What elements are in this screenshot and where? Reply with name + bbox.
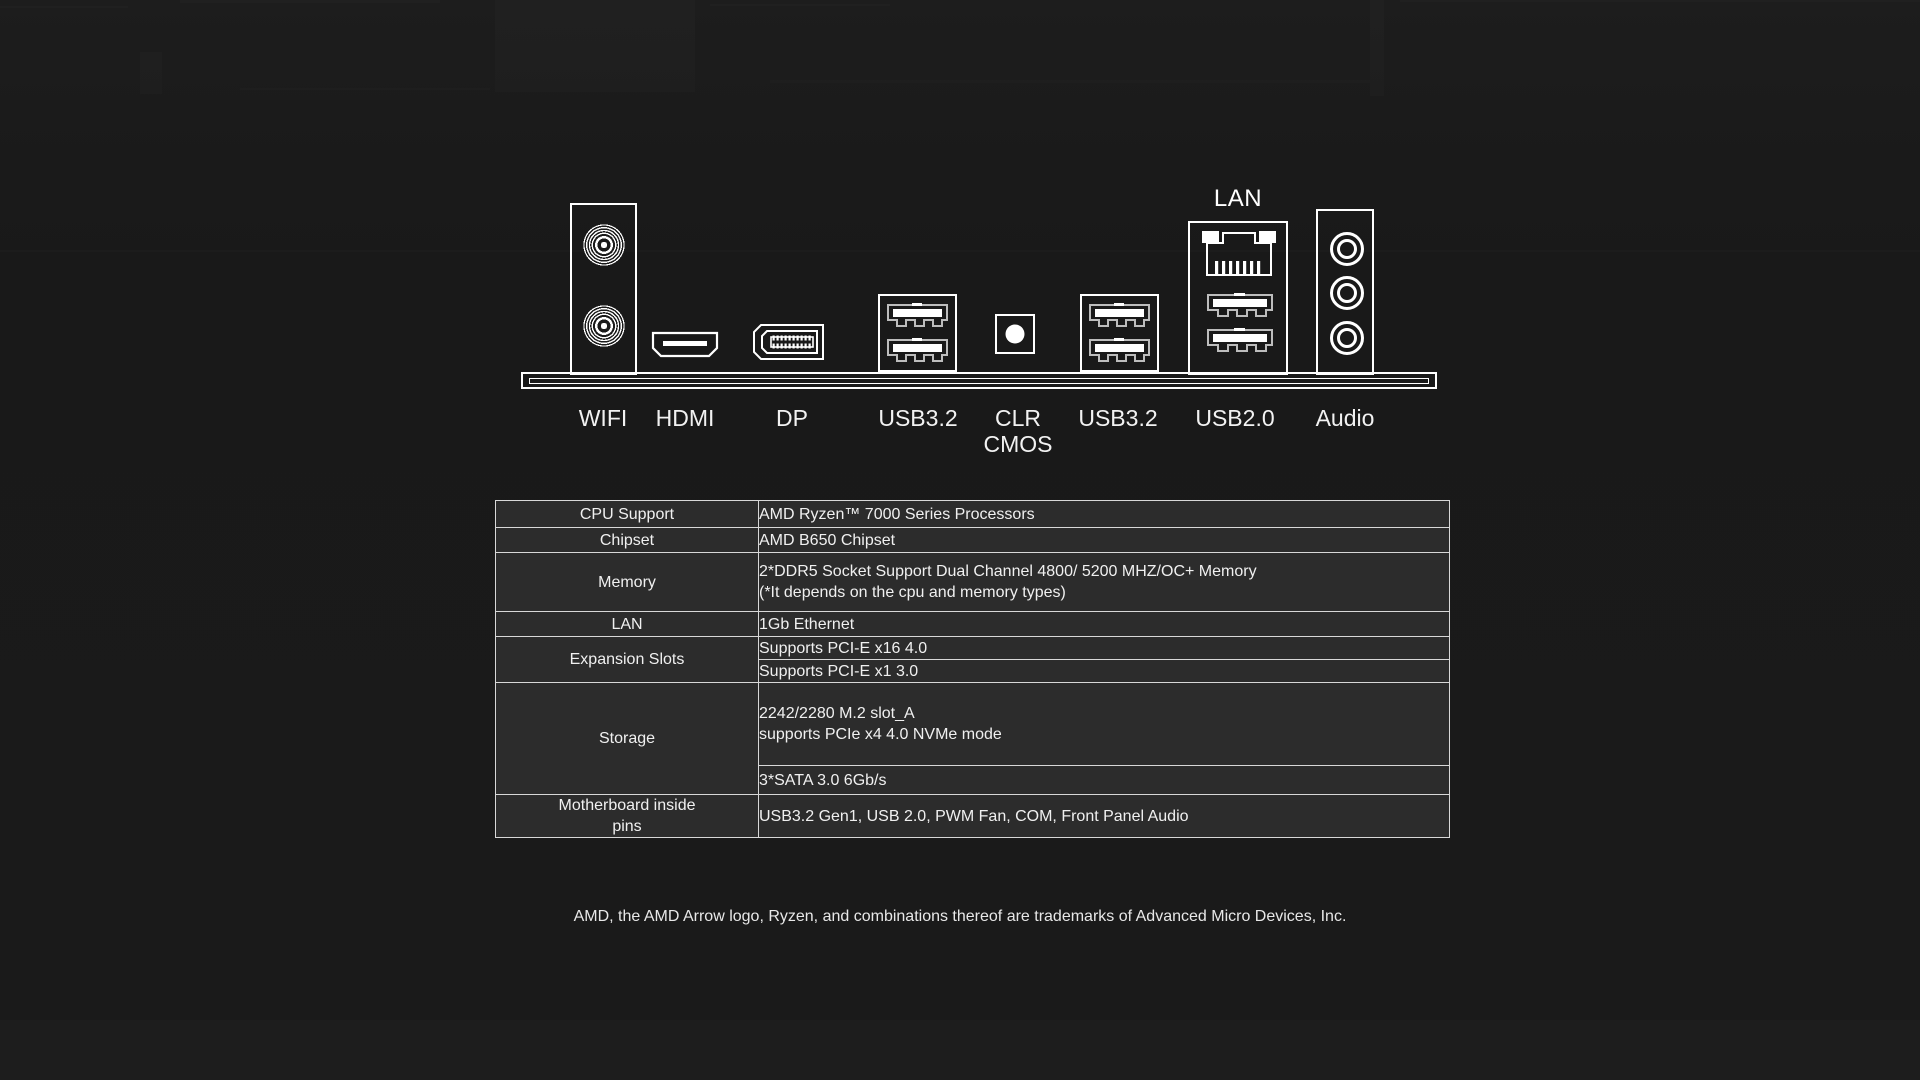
lan-usb20-port-block	[1188, 221, 1288, 375]
displayport-port-icon	[753, 324, 824, 360]
port-label-row: WIFI HDMI DP USB3.2 CLR CMOS USB3.2 USB2…	[0, 405, 1920, 475]
io-shield-bar-inner	[529, 378, 1429, 384]
port-label-clr-cmos: CLR CMOS	[983, 405, 1053, 457]
spec-label-memory: Memory	[495, 552, 759, 612]
usb-a-port-icon	[1207, 293, 1273, 317]
table-row: CPU Support AMD Ryzen™ 7000 Series Proce…	[495, 500, 1450, 528]
io-shield-bar	[521, 372, 1437, 389]
spec-label-chipset: Chipset	[495, 527, 759, 553]
spec-label-motherboard-inside-pins: Motherboard inside pins	[495, 794, 759, 838]
port-label-dp: DP	[776, 405, 808, 431]
audio-jack-icon	[1330, 321, 1364, 355]
port-label-wifi: WIFI	[578, 405, 628, 431]
audio-jack-icon	[1330, 232, 1364, 266]
usb-a-port-icon	[887, 338, 948, 362]
specification-table: CPU Support AMD Ryzen™ 7000 Series Proce…	[495, 500, 1450, 838]
spec-label-storage: Storage	[495, 682, 759, 795]
usb-a-port-icon	[1089, 303, 1150, 327]
table-row: Expansion Slots Supports PCI-E x16 4.0	[495, 636, 1450, 683]
port-label-usb32-1: USB3.2	[878, 405, 958, 431]
spec-value-motherboard-inside-pins: USB3.2 Gen1, USB 2.0, PWM Fan, COM, Fron…	[758, 794, 1450, 838]
port-label-usb20: USB2.0	[1195, 405, 1275, 431]
spec-value-storage-2: 3*SATA 3.0 6Gb/s	[758, 765, 1450, 795]
rear-io-panel-diagram: LAN	[0, 0, 1920, 480]
usb32-port-block-left	[878, 294, 957, 372]
table-row: Chipset AMD B650 Chipset	[495, 527, 1450, 553]
wifi-antenna-block	[570, 203, 637, 375]
usb-a-port-icon	[1089, 338, 1150, 362]
rj45-ethernet-port-icon	[1202, 231, 1276, 276]
table-row: Memory 2*DDR5 Socket Support Dual Channe…	[495, 552, 1450, 612]
table-row: LAN 1Gb Ethernet	[495, 611, 1450, 637]
clear-cmos-button[interactable]	[995, 314, 1035, 354]
port-label-usb32-2: USB3.2	[1078, 405, 1158, 431]
wifi-antenna-connector-icon	[582, 223, 626, 267]
spec-value-expansion-slot-1: Supports PCI-E x16 4.0	[758, 636, 1450, 660]
usb-a-port-icon	[1207, 328, 1273, 352]
spec-label-cpu-support: CPU Support	[495, 500, 759, 528]
port-label-audio: Audio	[1315, 405, 1375, 431]
table-row: 3*SATA 3.0 6Gb/s	[496, 765, 1450, 795]
spec-label-expansion-slots: Expansion Slots	[495, 636, 759, 683]
usb-a-port-icon	[887, 303, 948, 327]
port-label-hdmi: HDMI	[655, 405, 715, 431]
spec-value-cpu-support: AMD Ryzen™ 7000 Series Processors	[758, 500, 1450, 528]
spec-value-storage-1: 2242/2280 M.2 slot_A supports PCIe x4 4.…	[758, 682, 1450, 766]
hdmi-port-icon	[651, 331, 719, 358]
spec-value-expansion-slot-2: Supports PCI-E x1 3.0	[758, 659, 1450, 683]
spec-label-lan: LAN	[495, 611, 759, 637]
table-row: Storage 2242/2280 M.2 slot_A supports PC…	[495, 682, 1450, 795]
lan-caption-label: LAN	[1213, 185, 1263, 212]
audio-jack-icon	[1330, 276, 1364, 310]
wifi-antenna-connector-icon	[582, 304, 626, 348]
usb32-port-block-right	[1080, 294, 1159, 372]
clear-cmos-button-dot-icon	[1005, 324, 1025, 344]
spec-value-lan: 1Gb Ethernet	[758, 611, 1450, 637]
table-row: Supports PCI-E x1 3.0	[496, 659, 1450, 683]
spec-value-chipset: AMD B650 Chipset	[758, 527, 1450, 553]
spec-value-memory: 2*DDR5 Socket Support Dual Channel 4800/…	[758, 552, 1450, 612]
audio-jack-block	[1316, 209, 1374, 375]
trademark-notice: AMD, the AMD Arrow logo, Ryzen, and comb…	[573, 908, 1347, 925]
table-row: Motherboard inside pins USB3.2 Gen1, USB…	[495, 794, 1450, 838]
